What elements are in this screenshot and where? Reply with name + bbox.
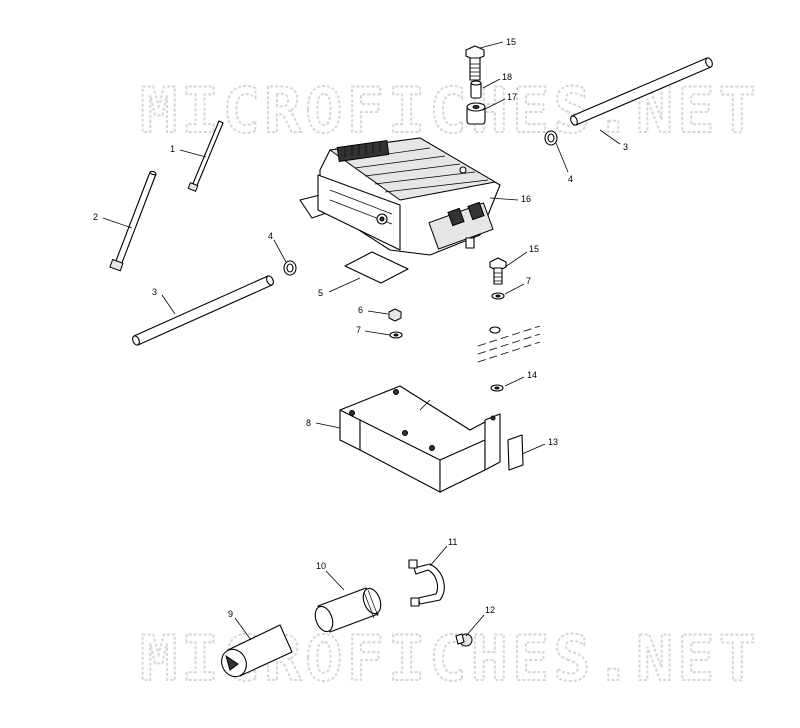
part-mounting-bracket <box>339 385 501 493</box>
callout-6: 6 <box>358 305 363 315</box>
callout-4-upper: 4 <box>568 174 573 184</box>
callout-3-lower: 3 <box>152 287 157 297</box>
part-canister <box>314 587 382 633</box>
callout-7-upper: 7 <box>526 276 531 286</box>
part-washer-bracket <box>490 384 504 392</box>
callout-17: 17 <box>507 92 517 102</box>
part-washer-lower <box>389 331 403 339</box>
part-nut <box>388 308 402 322</box>
callout-7-lower: 7 <box>356 325 361 335</box>
callout-9: 9 <box>228 609 233 619</box>
callout-12: 12 <box>485 605 495 615</box>
part-grommet <box>466 102 486 125</box>
part-ecu-module <box>299 137 501 256</box>
callout-labels: 15 18 17 3 4 1 16 2 4 15 7 5 3 6 7 14 8 … <box>93 37 628 619</box>
callout-15-middle: 15 <box>529 244 539 254</box>
callout-1: 1 <box>170 144 175 154</box>
callout-3-upper: 3 <box>623 142 628 152</box>
callout-14: 14 <box>527 370 537 380</box>
part-clip-upper <box>544 130 558 146</box>
hidden-connection-marks <box>477 325 541 363</box>
callout-15-top: 15 <box>506 37 516 47</box>
part-rod-thin <box>187 120 224 192</box>
callout-8: 8 <box>306 418 311 428</box>
callout-18: 18 <box>502 72 512 82</box>
part-bolt-middle <box>489 257 507 285</box>
part-clamp <box>408 559 445 607</box>
part-bolt-small <box>455 633 473 647</box>
part-bolt-top <box>465 45 485 81</box>
callout-4-lower: 4 <box>268 231 273 241</box>
callout-2: 2 <box>93 212 98 222</box>
part-bushing <box>470 80 482 99</box>
callout-11: 11 <box>448 537 457 547</box>
callout-5: 5 <box>318 288 323 298</box>
part-sleeve <box>221 624 293 678</box>
part-label-pad <box>507 434 524 471</box>
part-rod-long <box>109 170 157 272</box>
part-clip-lower <box>283 260 297 276</box>
part-rod-lower <box>132 275 274 346</box>
leader-lines <box>102 41 621 641</box>
part-washer-upper <box>491 292 505 300</box>
callout-16: 16 <box>521 194 531 204</box>
part-pad <box>344 251 409 284</box>
callout-13: 13 <box>548 437 558 447</box>
callout-10: 10 <box>316 561 326 571</box>
part-rod-upper <box>570 57 713 126</box>
